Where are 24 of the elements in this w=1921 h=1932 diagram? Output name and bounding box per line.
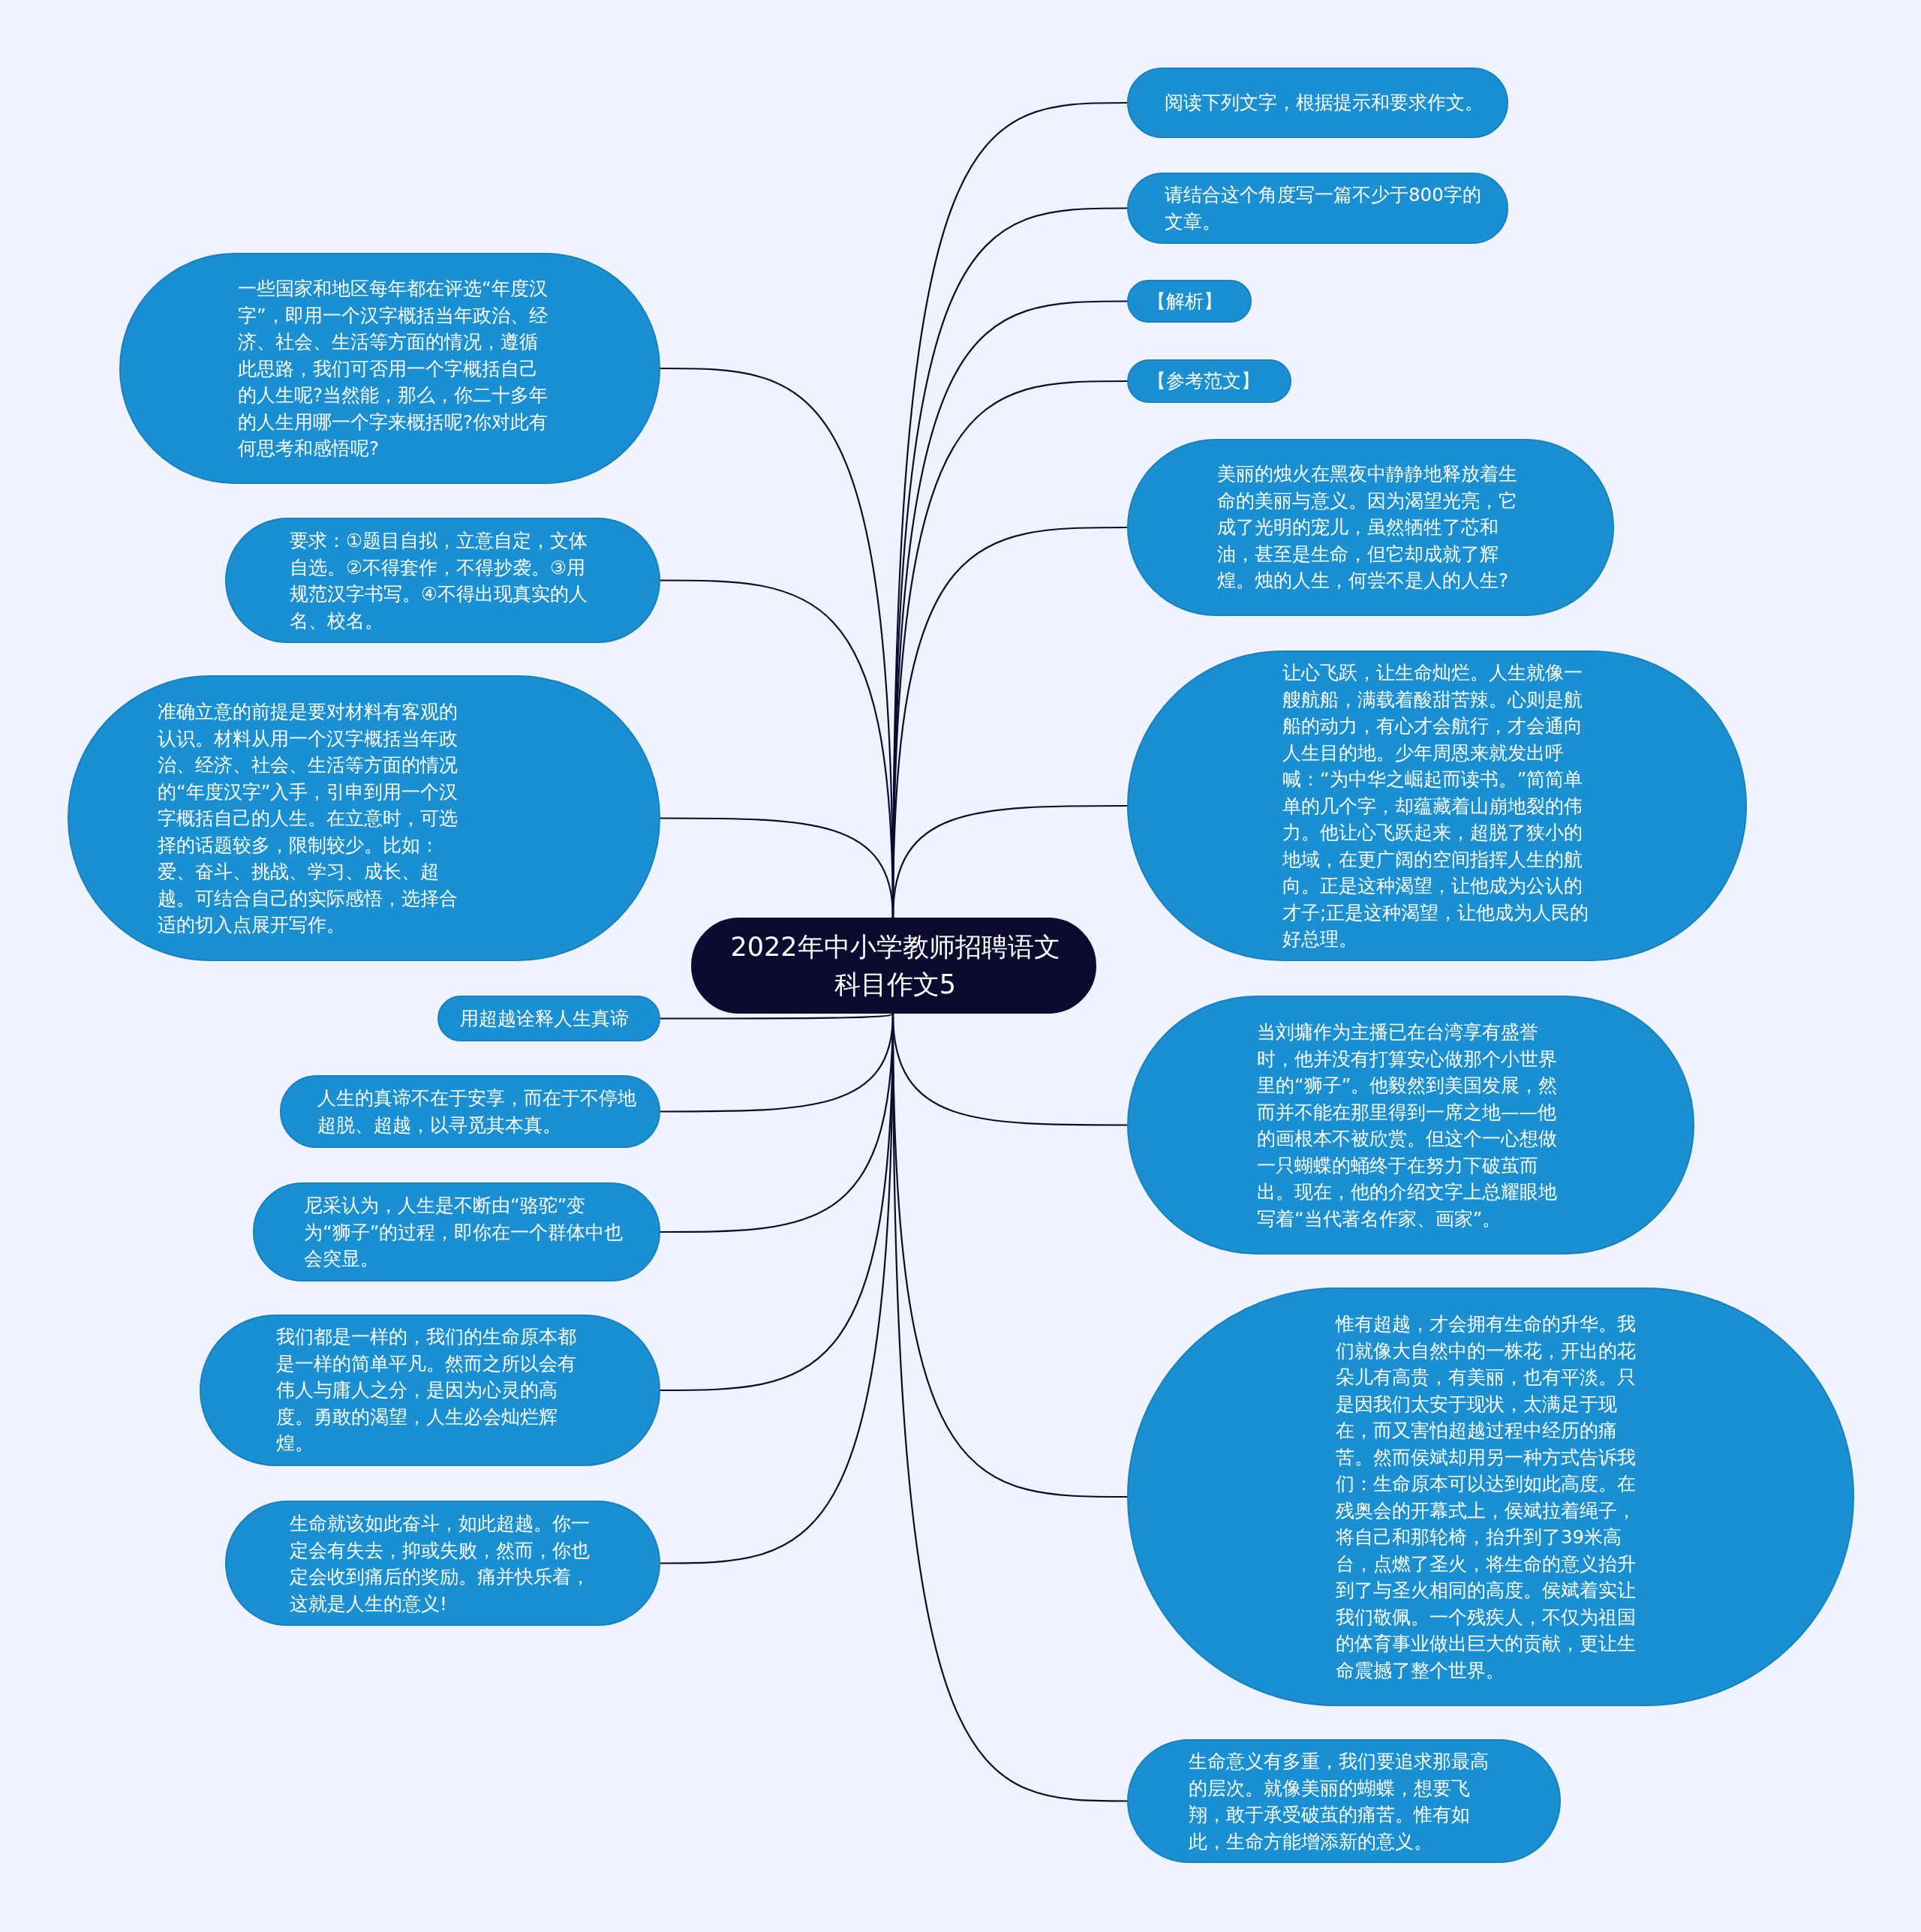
connector-line <box>660 1014 894 1564</box>
bubble-text: 准确立意的前提是要对材料有客观的认识。材料从用一个汉字概括当年政治、经济、社会、生活等方面的情况的“年度汉字”入手，引申到用一个汉字概括自己的人生。在立意时，可选择的话题较多，限制较少。比如：爱、奋斗、挑战、学习、成长、超越。可结合自己的实际感悟，选择合适的切入点展开写作。 <box>158 700 459 937</box>
bubble-text: 我们都是一样的，我们的生命原本都是一样的简单平凡。然而之所以会有伟人与庸人之分，是因为心灵的高度。勇敢的渴望，人生必会灿烂辉煌。 <box>276 1325 577 1456</box>
topic-bubble <box>1127 359 1291 403</box>
bubble-text: 用超越诠释人生真谛 <box>460 1007 630 1031</box>
bubble-text: 一些国家和地区每年都在评选“年度汉字”，即用一个汉字概括当年政治、经济、社会、生活等方面的情况，遵循此思路，我们可否用一个字概括自己的人生呢?当然能，那么，你二十多年的人生用哪一个字来概括呢?你对此有何思考和感悟呢? <box>238 277 549 461</box>
bubble-text: 惟有超越，才会拥有生命的升华。我们就像大自然中的一株花，开出的花朵儿有高贵，有美丽，也有平淡。只是因我们太安于现状，太满足于现在，而又害怕超越过程中经历的痛苦。然而侯斌却用另一种方式告诉我们：生命原本可以达到如此高度。在残奥会的开幕式上，侯斌拉着绳子，将自己和那轮椅，抬升到了39米高台，点燃了圣火，将生命的意义抬升到了与圣火相同的高度。侯斌着实让我们敬佩。一个残疾人，不仅为祖国的体育事业做出巨大的贡献，更让生命震撼了整个世界。 <box>1336 1312 1637 1683</box>
bubble-text: 要求：①题目自拟，立意自定，文体自选。②不得套作，不得抄袭。③用规范汉字书写。④不得出现真实的人名、校名。 <box>290 529 588 633</box>
connector-line <box>660 817 894 918</box>
bubble-text: 【参考范文】 <box>1147 369 1261 393</box>
bubble-text: 让心飞跃，让生命灿烂。人生就像一艘航船，满载着酸甜苦辣。心则是航船的动力，有心才会航行，才会通向人生目的地。少年周恩来就发出呼喊：“为中华之崛起而读书。”简简单单的几个字，却蕴藏着山崩地裂的伟力。他让心飞跃起来，超脱了狭小的地域，在更广阔的空间指挥人生的航向。正是这种渴望，让他成为公认的才子;正是这种渴望，让他成为人民的好总理。 <box>1282 661 1590 951</box>
topic-bubble <box>1127 280 1252 323</box>
bubble-text: 尼采认为，人生是不断由“骆驼”变为“狮子”的过程，即你在一个群体中也会突显。 <box>304 1194 624 1271</box>
bubble-text: 人生的真谛不在于安享，而在于不停地超脱、超越，以寻觅其本真。 <box>317 1086 637 1137</box>
topic-bubble <box>437 996 660 1041</box>
bubble-text: 美丽的烛火在黑夜中静静地释放着生命的美丽与意义。因为渴望光亮，它成了光明的宠儿，虽然牺牲了芯和油，甚至是生命，但它却成就了辉煌。烛的人生，何尝不是人的人生? <box>1217 462 1518 593</box>
bubble-text: 请结合这个角度写一篇不少于800字的文章。 <box>1165 183 1482 234</box>
title-text: 2022年中小学教师招聘语文科目作文5 <box>729 931 1061 1001</box>
bubble-text: 阅读下列文字，根据提示和要求作文。 <box>1165 91 1484 115</box>
connector-line <box>660 1013 894 1020</box>
bubble-text: 生命就该如此奋斗，如此超越。你一定会有失去，抑或失败，然而，你也定会收到痛后的奖励。痛并快乐着，这就是人生的意义! <box>290 1512 591 1616</box>
bubble-text: 【解析】 <box>1147 290 1223 314</box>
bubble-text: 当刘墉作为主播已在台湾享有盛誉时，他并没有打算安心做那个小世界里的“狮子”。他毅然到美国发展，然而并不能在那里得到一席之地——他的画根本不被欣赏。但这个一心想做一只蝴蝶的蛹终于在努力下破茧而出。现在，他的介绍文字上总耀眼地写着“当代著名作家、画家”。 <box>1257 1020 1559 1231</box>
bubble-text: 生命意义有多重，我们要追求那最高的层次。就像美丽的蝴蝶，想要飞翔，敢于承受破茧的痛苦。惟有如此，生命方能增添新的意义。 <box>1189 1750 1490 1854</box>
